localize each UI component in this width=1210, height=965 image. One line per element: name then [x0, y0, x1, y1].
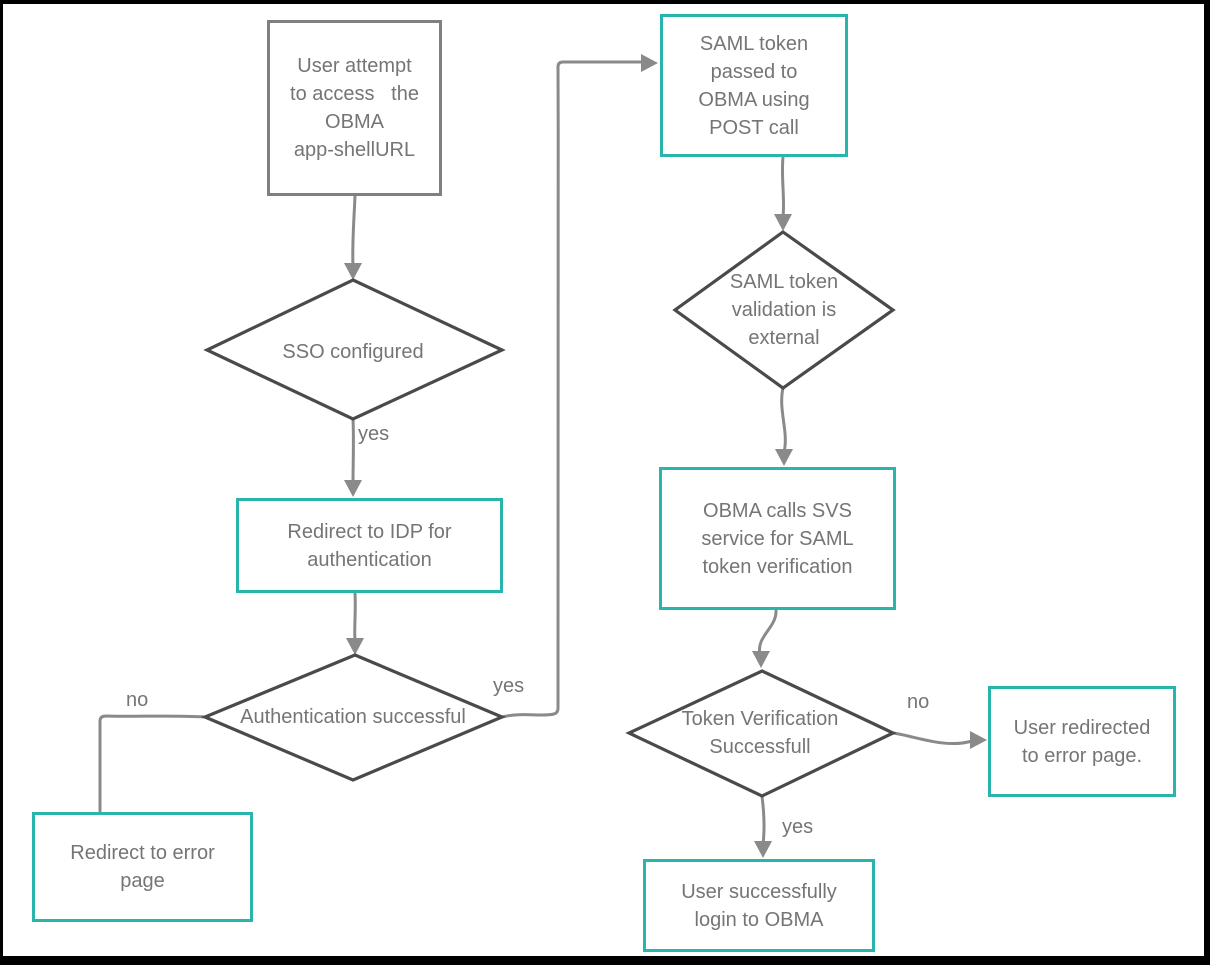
edge-token-no-to-errorpage — [891, 731, 974, 746]
edge-auth-yes-to-saml — [500, 60, 646, 719]
edge-idp-to-auth — [353, 591, 357, 643]
edge-svs-to-tokenverif — [758, 608, 778, 656]
arrowhead-into-validation — [774, 214, 792, 231]
node-user-login-success: User successfully login to OBMA — [643, 859, 875, 952]
edge-token-yes-to-login — [760, 794, 766, 846]
decision-auth-successful-label: Authentication successful — [240, 706, 466, 728]
edge-useratt-to-sso — [351, 194, 357, 268]
edge-label-token-yes: yes — [782, 816, 814, 838]
edge-label-token-no: no — [907, 691, 930, 713]
edge-label-auth-no: no — [126, 689, 149, 711]
edge-auth-no-to-error — [98, 714, 207, 813]
decision-token-verification-label: Token Verification Successfull — [681, 708, 839, 758]
arrowhead-into-saml — [641, 54, 658, 72]
decision-token-verification-shape — [625, 669, 897, 798]
arrowhead-into-errorpage — [970, 731, 987, 749]
arrowhead-into-auth — [346, 638, 364, 655]
decision-auth-successful-shape — [200, 653, 507, 782]
arrowhead-into-sso — [344, 263, 362, 280]
arrowhead-into-tokenverif — [752, 651, 770, 668]
arrowhead-into-login — [754, 841, 772, 858]
edge-label-sso-yes: yes — [358, 423, 390, 445]
decision-saml-validation-label: SAML token validation is external — [729, 271, 839, 349]
node-redirect-error: Redirect to error page — [32, 812, 253, 922]
node-saml-token-post: SAML token passed to OBMA using POST cal… — [660, 14, 848, 157]
decision-saml-validation-shape — [672, 230, 896, 390]
edge-label-auth-yes: yes — [493, 675, 525, 697]
decision-sso-configured-shape — [203, 278, 506, 421]
node-obma-calls-svs: OBMA calls SVS service for SAML token ve… — [659, 467, 896, 610]
node-user-redirected-error: User redirected to error page. — [988, 686, 1176, 797]
arrowhead-into-svs — [775, 449, 793, 466]
arrowhead-into-idp — [344, 480, 362, 497]
decision-sso-configured-label: SSO configured — [282, 341, 424, 363]
node-user-attempt: User attempt to access the OBMA app-shel… — [267, 20, 442, 196]
edge-saml-to-validation — [780, 155, 786, 219]
node-redirect-idp: Redirect to IDP for authentication — [236, 498, 503, 593]
edge-validation-to-svs — [780, 386, 787, 454]
